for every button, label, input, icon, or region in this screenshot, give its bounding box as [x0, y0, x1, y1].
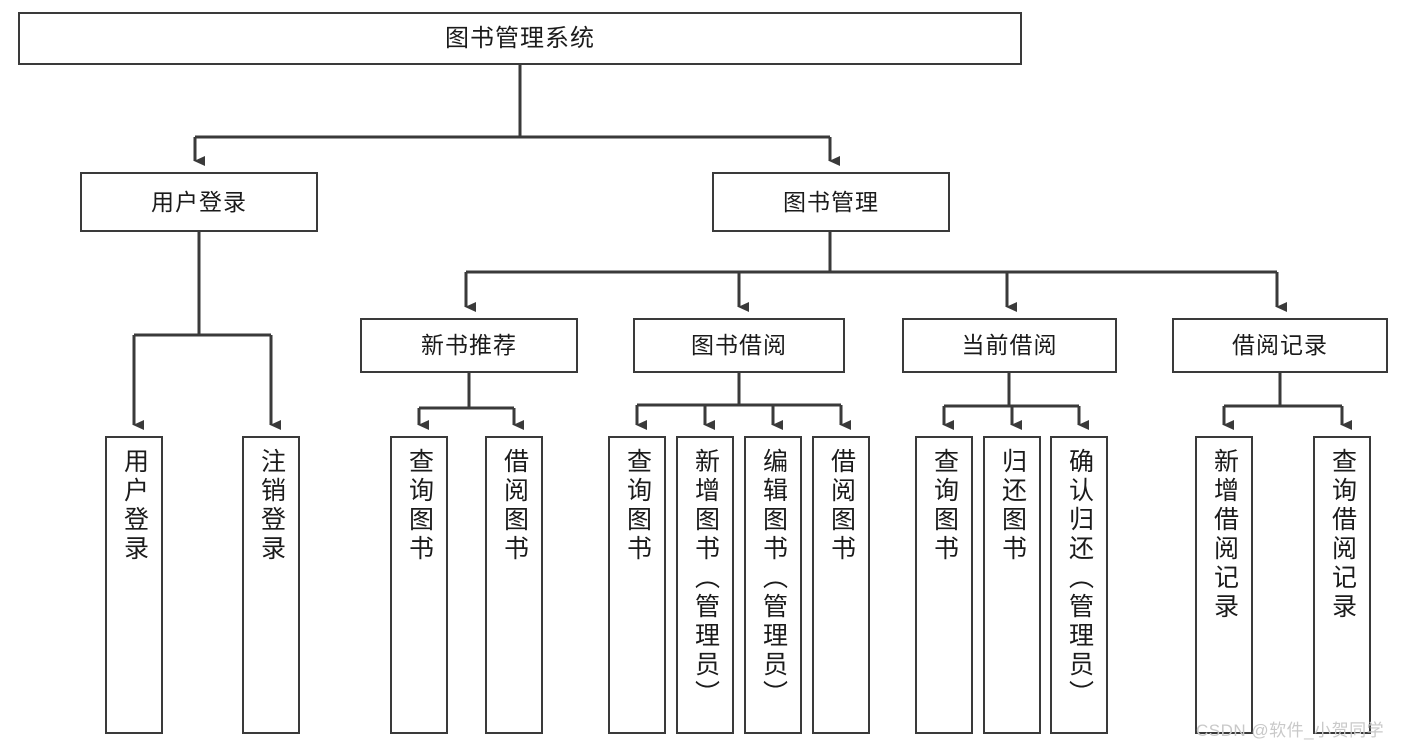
leaf-logout-login[interactable]: 注销登录: [242, 436, 300, 734]
leaf-query-book-current[interactable]: 查询图书: [915, 436, 973, 734]
node-borrowing-record[interactable]: 借阅记录: [1172, 318, 1388, 373]
leaf-user-login[interactable]: 用户登录: [105, 436, 163, 734]
node-label: 用户登录: [151, 188, 247, 215]
node-current-borrowing[interactable]: 当前借阅: [902, 318, 1117, 373]
node-label: 借阅图书: [827, 448, 856, 564]
leaf-query-borrow-record[interactable]: 查询借阅记录: [1313, 436, 1371, 734]
leaf-borrow-book[interactable]: 借阅图书: [812, 436, 870, 734]
node-root-book-management-system[interactable]: 图书管理系统: [18, 12, 1022, 65]
node-label: 图书管理: [783, 188, 879, 215]
node-book-management[interactable]: 图书管理: [712, 172, 950, 232]
node-label: 用户登录: [120, 448, 149, 564]
node-user-login[interactable]: 用户登录: [80, 172, 318, 232]
node-label: 新增借阅记录: [1210, 448, 1239, 622]
node-label: 归还图书: [998, 448, 1027, 564]
node-label: 借阅图书: [500, 448, 529, 564]
leaf-edit-book-admin[interactable]: 编辑图书（管理员）: [744, 436, 802, 734]
node-label: 编辑图书（管理员）: [759, 448, 788, 709]
node-label: 图书借阅: [691, 332, 787, 359]
node-label: 查询借阅记录: [1328, 448, 1357, 622]
csdn-watermark: CSDN @软件_小贺同学: [1196, 721, 1385, 740]
node-label: 当前借阅: [961, 332, 1058, 359]
leaf-add-book-admin[interactable]: 新增图书（管理员）: [676, 436, 734, 734]
node-label: 确认归还（管理员）: [1065, 448, 1094, 709]
node-label: 查询图书: [405, 448, 434, 564]
leaf-query-book-borrow[interactable]: 查询图书: [608, 436, 666, 734]
leaf-confirm-return-admin[interactable]: 确认归还（管理员）: [1050, 436, 1108, 734]
node-label: 图书管理系统: [445, 24, 595, 52]
node-new-book-recommendation[interactable]: 新书推荐: [360, 318, 578, 373]
leaf-query-book-recommend[interactable]: 查询图书: [390, 436, 448, 734]
leaf-return-book[interactable]: 归还图书: [983, 436, 1041, 734]
node-label: 注销登录: [257, 448, 286, 564]
leaf-borrow-book-recommend[interactable]: 借阅图书: [485, 436, 543, 734]
node-label: 查询图书: [930, 448, 959, 564]
node-label: 借阅记录: [1232, 332, 1328, 359]
node-label: 新增图书（管理员）: [691, 448, 720, 709]
node-label: 新书推荐: [421, 332, 517, 359]
node-label: 查询图书: [623, 448, 652, 564]
leaf-add-borrow-record[interactable]: 新增借阅记录: [1195, 436, 1253, 734]
node-book-borrowing[interactable]: 图书借阅: [633, 318, 845, 373]
